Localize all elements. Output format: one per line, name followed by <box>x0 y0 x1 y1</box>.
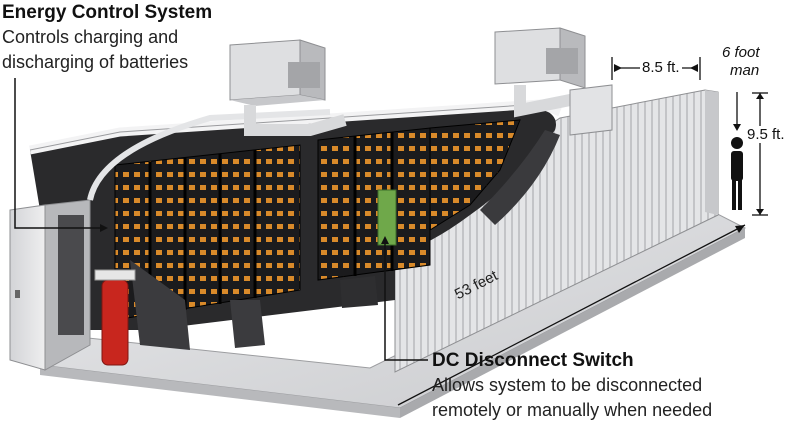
ecs-title: Energy Control System <box>2 2 213 23</box>
dimension-arrowheads <box>614 64 764 233</box>
width-dimension-label: 8.5 ft. <box>640 59 682 76</box>
hvac-unit-right <box>494 27 613 136</box>
callout-lines <box>14 78 428 361</box>
ecs-arrowhead <box>100 224 108 232</box>
ecs-description-line-1: Controls charging and <box>2 27 179 47</box>
dc-arrowhead <box>381 236 389 244</box>
man-label-line-2: man <box>730 62 760 79</box>
man-silhouette-icon <box>731 137 743 210</box>
ecs-description-line-2: discharging of batteries <box>2 52 189 72</box>
dc-description-line-1: Allows system to be disconnected <box>432 375 703 395</box>
container-end-wall <box>9 199 91 371</box>
man-label-line-1: 6 foot <box>722 44 760 61</box>
height-dimension-label: 9.5 ft. <box>745 126 787 143</box>
dc-description-line-2: remotely or manually when needed <box>432 400 713 420</box>
fire-extinguisher <box>94 269 136 366</box>
dc-disconnect-switch <box>377 189 397 246</box>
battery-racks <box>114 119 521 321</box>
cable-duct <box>130 130 560 350</box>
hvac-unit-left <box>229 39 347 136</box>
dc-title: DC Disconnect Switch <box>432 350 634 371</box>
